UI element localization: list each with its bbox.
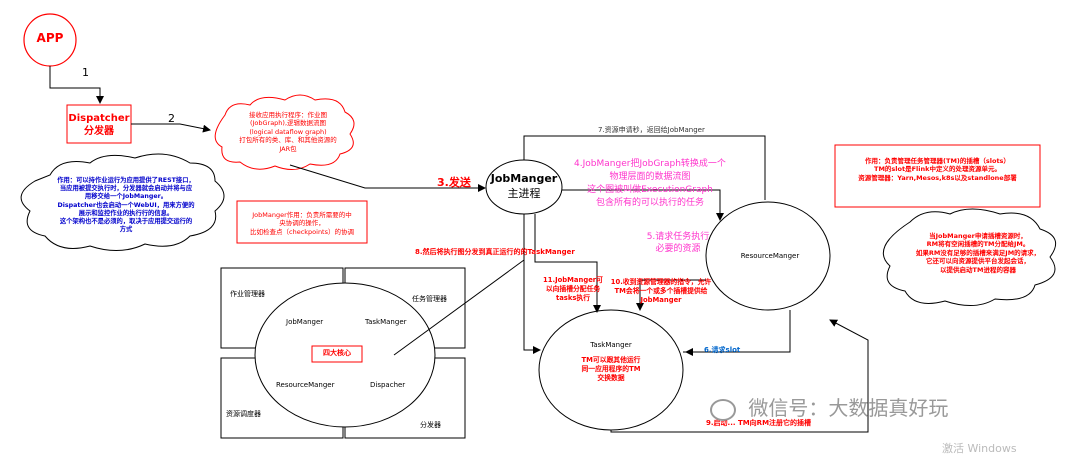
- edge-2-label: 2: [168, 112, 175, 125]
- dispatcher-box: [66, 104, 132, 144]
- wechat-icon: [710, 398, 736, 421]
- jobmanager-subtitle: 主进程: [507, 187, 541, 200]
- cloud-rm-note: [882, 208, 1057, 306]
- cloud-dispatcher-note: [20, 153, 225, 251]
- edge-1-label: 1: [82, 66, 89, 79]
- edge-7-label: 7.资源申请秒，返回给JobManger: [598, 126, 705, 134]
- edge-6-label: 6.请求slot: [704, 346, 741, 354]
- core-taskmanger: TaskManger: [365, 318, 407, 326]
- jobmanager-title: JobManger: [490, 172, 558, 185]
- watermark: 微信号：大数据真好玩: [710, 392, 948, 421]
- cloud-submit: [214, 94, 355, 170]
- watermark-text: 微信号：大数据真好玩: [748, 396, 949, 420]
- app-label: APP: [36, 31, 64, 45]
- jm-role-text: JobManger作用：负责所需要的中 央协调的操作， 比如检查点（checkp…: [250, 211, 354, 236]
- core-resourcemanger: ResourceManger: [276, 381, 335, 389]
- taskmanager-label: TaskManger: [590, 341, 632, 349]
- cloud-dispatcher-text: 作用：可以持作业运行为应用提供了REST接口， 当应用被提交执行时，分发器就会启…: [57, 177, 195, 234]
- core-q-rm: 资源调度器: [226, 410, 261, 418]
- dispatcher-label: Dispatcher 分发器: [67, 112, 131, 138]
- cloud-rm-text: 当JobManger申请插槽资源时， RM将有空闲插槽的TM分配给JM。 如果R…: [915, 232, 1041, 274]
- edge-5-label: 5.请求任务执行 必要的资源: [646, 232, 710, 254]
- jm-role-box: [236, 200, 368, 244]
- edge-8-label: 8.然后将执行图分发到真正运行的的TaskManger: [415, 248, 575, 256]
- resourcemanager-label: ResourceManger: [740, 252, 800, 260]
- core-title-box: [311, 345, 363, 363]
- core-dispatcher: Dispacher: [370, 381, 406, 389]
- jm-transform-text: 4.JobManger把JobGraph转换成一个 物理层面的数据流图 这个图被…: [574, 159, 726, 209]
- resourcemanager-node: [705, 201, 831, 311]
- core-q-jm: 作业管理器: [230, 290, 265, 298]
- rm-role-box: [834, 144, 1041, 208]
- core-q-dp: 分发器: [420, 421, 441, 429]
- cloud-submit-text: 接收应用执行程序：作业图 (JobGraph),逻辑数据流图 (logical …: [239, 111, 337, 153]
- tm-note-text: TM可以跟其他运行 同一应用程序的TM 交换数据: [581, 356, 641, 382]
- edge-3-label: 3.发送: [437, 176, 471, 189]
- rm-role-text: 作用：负责管理任务管理器(TM)的插槽（slots） TM的slot是Flink…: [858, 157, 1017, 182]
- edge-11-label: 11.JobManger可 以向插槽分配任务 tasks执行: [543, 276, 603, 302]
- jobmanager-label: JobManger 主进程: [486, 172, 562, 201]
- dispatcher-line2: 分发器: [84, 126, 114, 137]
- core-title: 四大核心: [323, 349, 351, 357]
- core-jobmanger: JobManger: [286, 318, 324, 326]
- activate-windows: 激活 Windows: [942, 442, 1017, 455]
- edge-10-label: 10.收到资源管理器的指令，允许 TM会将一个或多个插槽提供给 JobMange…: [610, 278, 712, 304]
- dispatcher-line1: Dispatcher: [68, 113, 130, 124]
- edge-9-label: 9.启动... TM向RM注册它的插槽: [706, 419, 812, 427]
- core-q-tm: 任务管理器: [412, 295, 447, 303]
